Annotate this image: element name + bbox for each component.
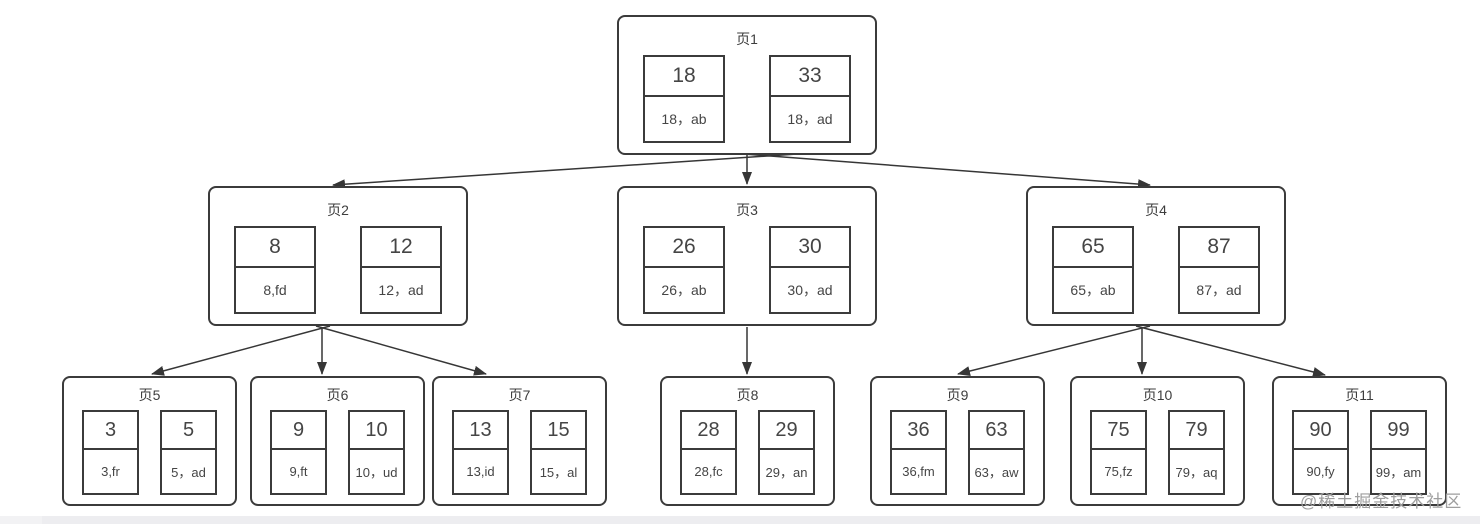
index-cell: 8 8,fd: [234, 226, 316, 314]
page-title: 页8: [736, 387, 759, 403]
cell-record: 63，aw: [968, 448, 1025, 495]
index-cell: 99 99，am: [1370, 410, 1427, 495]
edge-page4-page9: [957, 325, 1151, 376]
page-title: 页4: [1145, 202, 1167, 218]
index-cell: 9 9,ft: [270, 410, 327, 495]
community-watermark: @稀土掘金技术社区: [1300, 492, 1463, 511]
cell-record: 90,fy: [1292, 448, 1349, 495]
edge-page1-page4: [743, 153, 1151, 190]
page-node-2: 页2 8 8,fd 12 12，ad: [208, 186, 468, 326]
cell-key: 29: [758, 410, 815, 450]
cell-record: 75,fz: [1090, 448, 1147, 495]
page-title: 页10: [1142, 387, 1173, 403]
index-cell: 3 3,fr: [82, 410, 139, 495]
index-cell: 30 30，ad: [769, 226, 851, 314]
page-node-4: 页4 65 65，ab 87 87，ad: [1026, 186, 1286, 326]
page-node-7: 页7 13 13,id 15 15，al: [432, 376, 607, 506]
cell-record: 99，am: [1370, 448, 1427, 495]
cell-key: 99: [1370, 410, 1427, 450]
horizontal-scrollbar[interactable]: [0, 516, 1480, 524]
index-cell: 75 75,fz: [1090, 410, 1147, 495]
page-node-3: 页3 26 26，ab 30 30，ad: [617, 186, 877, 326]
cell-key: 12: [360, 226, 442, 268]
cell-record: 87，ad: [1178, 266, 1260, 314]
page-title: 页5: [138, 387, 161, 403]
index-cell: 5 5，ad: [160, 410, 217, 495]
index-cell: 15 15，al: [530, 410, 587, 495]
cell-record: 3,fr: [82, 448, 139, 495]
cell-record: 26，ab: [643, 266, 725, 314]
index-cell: 65 65，ab: [1052, 226, 1134, 314]
index-cell: 63 63，aw: [968, 410, 1025, 495]
cell-record: 8,fd: [234, 266, 316, 314]
cell-record: 12，ad: [360, 266, 442, 314]
index-cell: 90 90,fy: [1292, 410, 1349, 495]
index-cell: 10 10，ud: [348, 410, 405, 495]
cell-key: 13: [452, 410, 509, 450]
cell-record: 5，ad: [160, 448, 217, 495]
cell-key: 3: [82, 410, 139, 450]
cell-record: 29，an: [758, 448, 815, 495]
index-cell: 28 28,fc: [680, 410, 737, 495]
cell-key: 30: [769, 226, 851, 268]
cell-key: 63: [968, 410, 1025, 450]
index-cell: 12 12，ad: [360, 226, 442, 314]
cell-record: 13,id: [452, 448, 509, 495]
cell-key: 33: [769, 55, 851, 97]
cell-record: 79，aq: [1168, 448, 1225, 495]
index-cell: 26 26，ab: [643, 226, 725, 314]
cell-key: 79: [1168, 410, 1225, 450]
page-node-5: 页5 3 3,fr 5 5，ad: [62, 376, 237, 506]
cell-record: 18，ab: [643, 95, 725, 143]
cell-key: 15: [530, 410, 587, 450]
cell-key: 9: [270, 410, 327, 450]
cell-key: 8: [234, 226, 316, 268]
page-title: 页1: [736, 31, 758, 47]
index-cell: 33 18，ad: [769, 55, 851, 143]
page-title: 页6: [326, 387, 349, 403]
page-title: 页2: [327, 202, 349, 218]
page-title: 页9: [946, 387, 969, 403]
index-cell: 13 13,id: [452, 410, 509, 495]
page-node-1: 页1 18 18，ab 33 18，ad: [617, 15, 877, 155]
cell-record: 36,fm: [890, 448, 947, 495]
cell-record: 9,ft: [270, 448, 327, 495]
page-title: 页3: [736, 202, 758, 218]
cell-record: 18，ad: [769, 95, 851, 143]
page-title: 页7: [508, 387, 531, 403]
page-node-11: 页11 90 90,fy 99 99，am: [1272, 376, 1447, 506]
page-node-6: 页6 9 9,ft 10 10，ud: [250, 376, 425, 506]
index-cell: 18 18，ab: [643, 55, 725, 143]
edge-page2-page5: [151, 325, 331, 376]
cell-key: 65: [1052, 226, 1134, 268]
page-node-9: 页9 36 36,fm 63 63，aw: [870, 376, 1045, 506]
page-title: 页11: [1345, 387, 1374, 403]
cell-key: 87: [1178, 226, 1260, 268]
page-node-8: 页8 28 28,fc 29 29，an: [660, 376, 835, 506]
page-node-10: 页10 75 75,fz 79 79，aq: [1070, 376, 1245, 506]
cell-key: 26: [643, 226, 725, 268]
index-cell: 87 87，ad: [1178, 226, 1260, 314]
cell-record: 30，ad: [769, 266, 851, 314]
index-cell: 36 36,fm: [890, 410, 947, 495]
cell-key: 36: [890, 410, 947, 450]
index-cell: 29 29，an: [758, 410, 815, 495]
cell-key: 5: [160, 410, 217, 450]
cell-key: 10: [348, 410, 405, 450]
index-cell: 79 79，aq: [1168, 410, 1225, 495]
cell-record: 65，ab: [1052, 266, 1134, 314]
horizontal-scrollbar-thumb[interactable]: [42, 516, 1480, 524]
cell-record: 28,fc: [680, 448, 737, 495]
edge-page4-page11: [1135, 325, 1326, 377]
edge-page2-page7: [315, 325, 487, 376]
cell-record: 15，al: [530, 448, 587, 495]
cell-key: 75: [1090, 410, 1147, 450]
cell-key: 18: [643, 55, 725, 97]
cell-record: 10，ud: [348, 448, 405, 495]
edge-page1-page2: [332, 152, 813, 190]
cell-key: 90: [1292, 410, 1349, 450]
cell-key: 28: [680, 410, 737, 450]
